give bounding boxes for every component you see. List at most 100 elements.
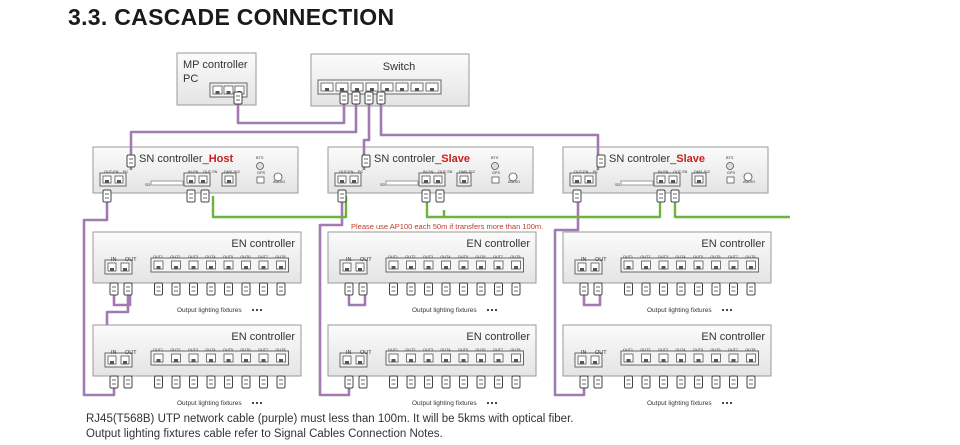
port-label: IN-SN: [423, 170, 434, 174]
fixtures-label: Output lighting fixtures: [412, 400, 477, 407]
port-latch: [215, 91, 220, 94]
port-latch: [226, 91, 231, 94]
sn-role: Slave: [441, 153, 470, 165]
fixture-plug: [711, 282, 721, 296]
en-output-label: OUT2: [640, 348, 650, 352]
sn-pc-plug: [596, 154, 606, 168]
purple-cable-host-en: [82, 196, 116, 397]
sn-pc-plug: [126, 154, 136, 168]
fixture-plug: [494, 282, 503, 296]
en-output-label: OUT7: [493, 348, 503, 352]
port-label: SD: [615, 183, 621, 187]
port-latch: [696, 266, 701, 269]
fixture-plug: [746, 282, 756, 296]
sn-controller-title: SN controler_Slave: [609, 153, 705, 165]
en-output-label: OUT4: [675, 348, 685, 352]
en-output-label: OUT1: [623, 348, 633, 352]
port-latch: [514, 266, 518, 269]
en-out-label: OUT: [360, 257, 372, 263]
en-out-label: OUT: [125, 257, 137, 263]
port-latch: [580, 361, 584, 364]
port-latch: [659, 180, 663, 183]
en-output-label: OUT5: [223, 255, 233, 259]
sd-slot: [620, 180, 654, 186]
en-output-label: OUT2: [405, 348, 415, 352]
port-label: AUDIO: [273, 180, 285, 184]
port-label: PC: [358, 170, 364, 174]
port-latch: [189, 180, 193, 183]
ellipsis-dot: [721, 401, 725, 405]
en-output-label: OUT2: [405, 255, 415, 259]
fixture-plug: [406, 375, 416, 389]
bts-connector: [491, 162, 499, 170]
port-label: OUT-EN: [104, 170, 119, 174]
fixture-plug: [389, 282, 398, 296]
fixture-plug: [389, 375, 398, 389]
en-output-label: OUT8: [510, 255, 520, 259]
en-output-label: OUT7: [493, 255, 503, 259]
sn-out-sn-plug: [435, 189, 445, 203]
mp-controller-label: MP controller: [183, 59, 248, 71]
fixture-plug: [659, 375, 668, 389]
port-label: DMX-512: [694, 170, 710, 174]
port-latch: [409, 266, 413, 269]
port-label: OUT-SN: [203, 170, 218, 174]
en-output-label: OUT5: [458, 348, 468, 352]
fixture-plug: [241, 375, 251, 389]
port-latch: [340, 88, 344, 91]
port-latch: [226, 359, 231, 362]
port-latch: [355, 88, 359, 91]
ellipsis-dot: [255, 401, 259, 405]
en-output-label: OUT5: [458, 255, 468, 259]
port-latch: [697, 180, 701, 183]
en-out-plug: [123, 282, 133, 296]
purple-cable-switch-slave2: [379, 98, 600, 170]
en-out-label: OUT: [595, 257, 607, 263]
port-latch: [731, 359, 736, 362]
en-output-label: OUT7: [728, 348, 738, 352]
port-latch: [244, 266, 248, 269]
en-output-label: OUT8: [510, 348, 520, 352]
fixture-plug: [441, 375, 451, 389]
port-label: OUT-SN: [673, 170, 688, 174]
port-latch: [110, 361, 114, 364]
en-output-label: OUT5: [223, 348, 233, 352]
port-latch: [496, 266, 501, 269]
port-latch: [580, 268, 584, 271]
port-latch: [593, 268, 597, 271]
port-latch: [661, 359, 666, 362]
port-latch: [385, 88, 389, 91]
en-output-ports: [385, 350, 524, 366]
ellipsis-dot: [725, 401, 729, 405]
port-latch: [626, 359, 631, 362]
en-out-label: OUT: [360, 350, 372, 356]
port-label: GPS: [727, 171, 735, 175]
en-out-plug: [358, 282, 368, 296]
green-cable-slave1: [425, 196, 446, 219]
en-output-label: OUT4: [440, 348, 450, 352]
en-output-label: OUT4: [205, 348, 215, 352]
sn-in-sn-plug: [186, 189, 196, 203]
ellipsis-dot: [259, 308, 263, 312]
en-output-label: OUT7: [258, 255, 268, 259]
switch-plug: [364, 91, 374, 105]
port-label: SD: [145, 183, 151, 187]
fixture-plug: [459, 375, 468, 389]
port-latch: [626, 266, 631, 269]
port-latch: [370, 88, 374, 91]
fixture-plug: [746, 375, 756, 389]
en-output-label: OUT6: [710, 348, 720, 352]
port-latch: [110, 268, 114, 271]
en-in-plug: [579, 282, 589, 296]
port-latch: [105, 180, 109, 183]
footnote-cable-length: RJ45(T568B) UTP network cable (purple) m…: [86, 413, 574, 425]
fixture-plug: [676, 282, 686, 296]
port-label: SD: [380, 183, 386, 187]
gps-connector: [491, 176, 500, 184]
port-latch: [226, 266, 231, 269]
sn-pc-plug: [361, 154, 371, 168]
fixtures-label: Output lighting fixtures: [412, 307, 477, 314]
port-latch: [358, 268, 362, 271]
fixture-plug: [711, 375, 721, 389]
